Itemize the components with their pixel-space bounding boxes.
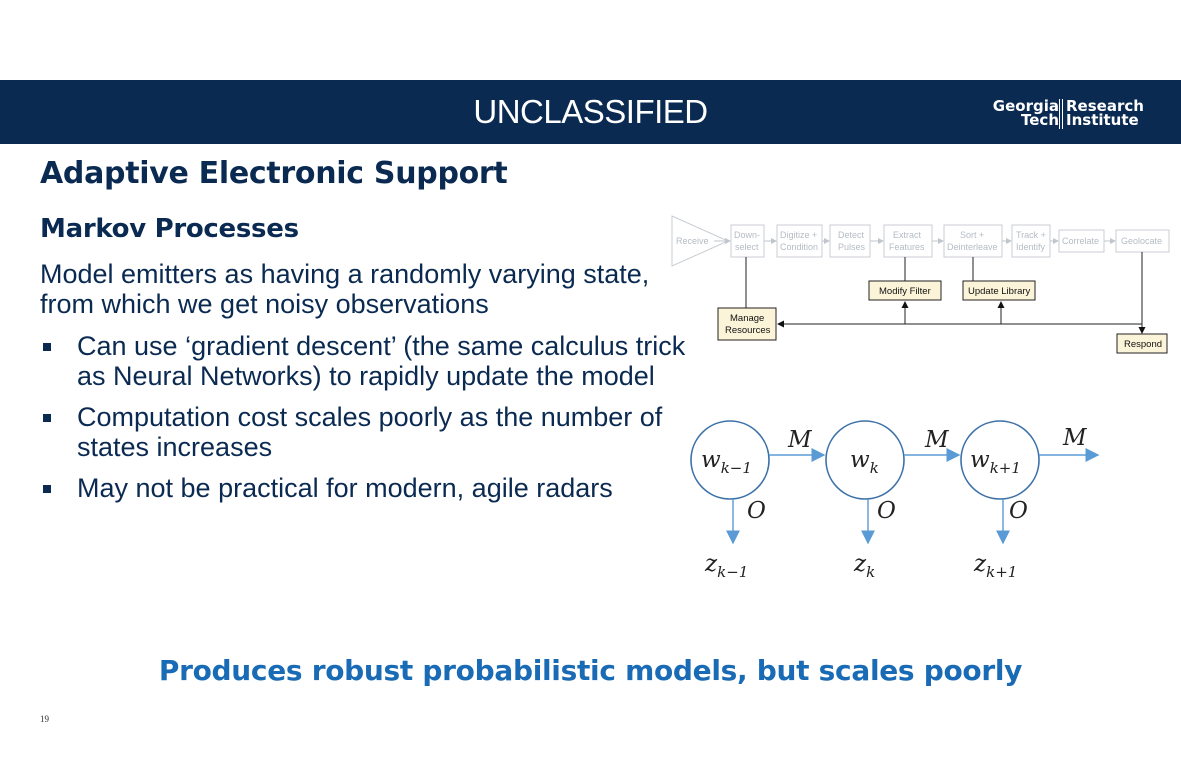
observation-variable: zk−1	[704, 551, 748, 581]
state-node	[690, 420, 770, 500]
classification-banner	[0, 80, 1181, 144]
markov-chain-diagram: wk−1 wk wk+1 M M M O O O zk−1 zk zk+1	[690, 420, 1100, 581]
bullet-item: May not be practical for modern, agile r…	[40, 473, 690, 503]
stage-label: Receive	[676, 236, 709, 246]
logo-divider	[1059, 99, 1063, 129]
bullet-item: Computation cost scales poorly as the nu…	[40, 402, 690, 462]
bullet-item: Can use ‘gradient descent’ (the same cal…	[40, 331, 690, 391]
update-library-box	[962, 280, 1036, 301]
slide-title: Adaptive Electronic Support	[40, 156, 508, 191]
stage-label: Deinterleave	[947, 242, 998, 252]
modify-filter-label: Modify Filter	[879, 286, 931, 297]
bullet-square-icon	[43, 414, 51, 422]
stage-box	[776, 224, 823, 258]
logo-georgia: Georgia	[992, 97, 1059, 115]
transition-label: M	[924, 427, 950, 453]
manage-resources-label: Manage	[730, 313, 764, 324]
es-flow-diagram: Receive Down- select Digitize + Conditio…	[671, 215, 1170, 354]
stage-label: Correlate	[1062, 236, 1099, 246]
stage-label: Pulses	[838, 242, 866, 252]
observation-label: O	[877, 498, 896, 524]
state-label: wk	[850, 447, 879, 477]
stage-box	[829, 224, 871, 258]
receive-triangle	[671, 215, 730, 267]
logo-tech: Tech	[1021, 111, 1059, 129]
intro-text: Model emitters as having a randomly vary…	[40, 259, 650, 319]
transition-label: M	[1062, 425, 1088, 451]
stage-label: Condition	[780, 242, 818, 252]
bullet-list: Can use ‘gradient descent’ (the same cal…	[40, 331, 690, 514]
stage-label: Sort +	[960, 230, 984, 240]
bullet-square-icon	[43, 485, 51, 493]
state-label: wk+1	[970, 447, 1021, 477]
update-library-label: Update Library	[968, 286, 1031, 297]
bullet-square-icon	[43, 343, 51, 351]
classification-label: UNCLASSIFIED	[473, 93, 708, 130]
manage-resources-box	[717, 307, 777, 341]
state-node	[960, 420, 1040, 500]
gtri-logo: Georgia Tech Research Institute	[975, 99, 1151, 129]
stage-label: Track +	[1016, 230, 1046, 240]
modify-filter-box	[868, 280, 942, 301]
bullet-text: Can use ‘gradient descent’ (the same cal…	[77, 331, 686, 391]
state-node	[825, 420, 905, 500]
takeaway-text: Produces robust probabilistic models, bu…	[158, 654, 1023, 687]
respond-box	[1116, 333, 1168, 354]
state-label: wk−1	[701, 447, 752, 477]
observation-label: O	[747, 498, 766, 524]
page-number: 19	[40, 714, 49, 724]
stage-box	[1011, 224, 1051, 258]
stage-label: Geolocate	[1121, 236, 1162, 246]
observation-variable: zk	[853, 551, 875, 581]
bullet-text: Computation cost scales poorly as the nu…	[77, 402, 663, 462]
section-heading: Markov Processes	[40, 214, 299, 244]
manage-resources-label: Resources	[725, 325, 771, 336]
transition-label: M	[787, 427, 813, 453]
stage-box	[883, 224, 933, 258]
stage-label: Detect	[838, 230, 865, 240]
stage-label: select	[735, 242, 759, 252]
respond-label: Respond	[1124, 339, 1162, 350]
bullet-text: May not be practical for modern, agile r…	[77, 473, 613, 503]
logo-institute: Institute	[1066, 111, 1139, 129]
stage-label: Identify	[1016, 242, 1046, 252]
stage-label: Digitize +	[780, 230, 817, 240]
observation-label: O	[1009, 498, 1028, 524]
stage-label: Down-	[734, 230, 760, 240]
observation-variable: zk+1	[973, 551, 1017, 581]
stage-label: Features	[889, 242, 925, 252]
stage-box	[730, 224, 765, 258]
logo-research: Research	[1066, 97, 1144, 115]
stage-label: Extract	[893, 230, 922, 240]
